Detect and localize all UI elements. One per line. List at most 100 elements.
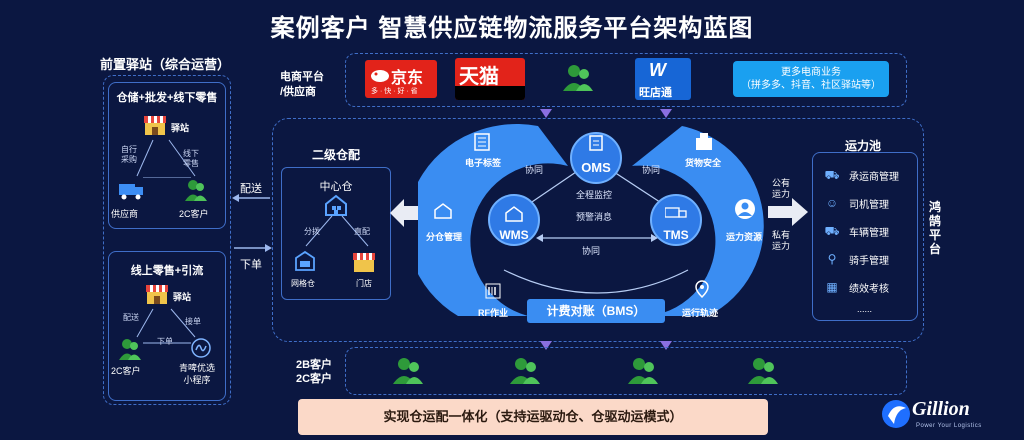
front-station-title: 前置驿站（综合运营） bbox=[100, 57, 231, 72]
wdt-name: 旺店通 bbox=[639, 87, 672, 99]
box2-connectors bbox=[136, 308, 196, 344]
jd-logo[interactable]: 京东 多 · 快 · 好 · 省 bbox=[365, 60, 437, 98]
platform-label: 鸿 鹄 平 台 bbox=[929, 200, 942, 256]
supplier-truck-icon bbox=[119, 184, 143, 200]
miniapp-icon bbox=[191, 338, 211, 358]
bike-icon: ⚲ bbox=[827, 252, 837, 266]
vehicle-icon: ⛟ bbox=[824, 224, 840, 238]
coop-label-bottom: 协同 bbox=[582, 246, 601, 256]
supplier-label: 供应商 bbox=[111, 209, 139, 219]
pool-more: ...... bbox=[857, 304, 873, 314]
front-station-panel bbox=[103, 75, 231, 405]
cargo-safety-text: 货物安全 bbox=[685, 158, 722, 168]
bottom-banner: 实现仓运配一体化（支持运驱动仓、仓驱动运模式） bbox=[298, 399, 768, 435]
retail-box-online: 线上零售+引流 驿站 配送 接单 下单 2C客户 青啤优选 小程序 bbox=[108, 251, 226, 401]
customers-panel bbox=[345, 347, 907, 395]
platform-ring bbox=[418, 124, 764, 316]
secondary-box: 中心仓 分拨 直配 网格仓 门店 bbox=[281, 167, 391, 300]
tms-hub[interactable]: TMS bbox=[663, 228, 689, 242]
pool-item-rider[interactable]: ⚲ 骑手管理 bbox=[823, 245, 899, 273]
monitor-label: 全程监控 bbox=[576, 190, 613, 200]
pool-item-kpi[interactable]: ▦ 绩效考核 bbox=[823, 273, 899, 301]
barcode-icon bbox=[485, 283, 501, 299]
pool-item-label: 车辆管理 bbox=[849, 227, 889, 239]
ecom-label: 电商平台 /供应商 bbox=[280, 71, 324, 98]
driver-icon: ☺ bbox=[825, 196, 839, 210]
jd-slogan: 多 · 快 · 好 · 省 bbox=[371, 88, 418, 95]
warehouse-output-arrow bbox=[390, 199, 420, 227]
jd-name: 京东 bbox=[391, 70, 424, 87]
coop-label-left: 协同 bbox=[525, 165, 544, 175]
deliver-arrow-label: 配送 bbox=[240, 183, 262, 195]
offline-retail-label: 线下 零售 bbox=[183, 149, 199, 168]
tmall-name: 天猫 bbox=[459, 66, 499, 88]
pool-list: ⛟ 承运商管理 ☺ 司机管理 ⛟ 车辆管理 ⚲ 骑手管理 ▦ 绩效考核 bbox=[823, 161, 899, 301]
pool-item-label: 承运商管理 bbox=[849, 171, 899, 183]
secondary-connectors bbox=[305, 215, 369, 247]
pool-item-label: 司机管理 bbox=[849, 199, 889, 211]
grid-wh-label: 网格仓 bbox=[291, 279, 315, 288]
accept-label: 接单 bbox=[185, 317, 201, 326]
oms-hub[interactable]: OMS bbox=[581, 160, 611, 175]
box2-title: 线上零售+引流 bbox=[130, 265, 204, 277]
box1-title: 仓储+批发+线下零售 bbox=[116, 92, 218, 104]
rf-text: RF作业 bbox=[478, 308, 508, 318]
wms-hub[interactable]: WMS bbox=[499, 228, 529, 242]
capacity-res-text: 运力资源 bbox=[726, 232, 763, 242]
brand-tagline: Power Your Logistics bbox=[916, 423, 982, 429]
order-arrow-label: 下单 bbox=[240, 259, 262, 271]
capacity-arrow bbox=[768, 198, 808, 226]
deliver-label: 配送 bbox=[123, 313, 139, 322]
direct-label: 直配 bbox=[354, 227, 370, 236]
chart-icon: ▦ bbox=[826, 280, 838, 294]
c2-customer-label: 2C客户 bbox=[179, 209, 209, 219]
customers-label: 2B客户 2C客户 bbox=[296, 359, 333, 385]
pool-title: 运力池 bbox=[845, 139, 882, 153]
order-label: 下单 bbox=[157, 337, 173, 346]
pool-item-driver[interactable]: ☺ 司机管理 bbox=[823, 189, 899, 217]
station-shop-icon bbox=[144, 116, 166, 135]
private-capacity-label: 私有 运力 bbox=[772, 230, 791, 251]
store-icon bbox=[353, 253, 375, 272]
pool-item-label: 绩效考核 bbox=[849, 283, 889, 295]
ecom-person-icon bbox=[563, 65, 593, 91]
dist-mgmt-text: 分仓管理 bbox=[426, 232, 463, 242]
truck-icon: ⛟ bbox=[824, 168, 840, 182]
tmall-logo[interactable]: 天猫 bbox=[455, 58, 525, 100]
c2-customer-label-2: 2C客户 bbox=[111, 366, 141, 376]
secondary-title: 二级仓配 bbox=[312, 148, 361, 162]
pool-box: ⛟ 承运商管理 ☺ 司机管理 ⛟ 车辆管理 ⚲ 骑手管理 ▦ 绩效考核 ...... bbox=[812, 152, 918, 321]
resource-person-icon bbox=[735, 199, 755, 219]
wdt-logo[interactable]: W 旺店通 bbox=[635, 58, 691, 100]
core-panel bbox=[272, 118, 924, 342]
station-label-2: 驿站 bbox=[173, 292, 192, 302]
tmall-cat-icon bbox=[455, 86, 525, 100]
customer-person-icon-2 bbox=[119, 339, 141, 360]
alert-label: 预警消息 bbox=[576, 212, 613, 222]
coop-label-right: 协同 bbox=[642, 165, 661, 175]
clipboard-icon bbox=[589, 135, 603, 151]
track-pin-icon bbox=[695, 280, 709, 299]
store-label: 门店 bbox=[356, 279, 372, 288]
pool-item-vehicle[interactable]: ⛟ 车辆管理 bbox=[823, 217, 899, 245]
customer-down-arrows bbox=[540, 341, 672, 350]
rfid-tag-icon bbox=[474, 133, 490, 151]
wdt-mark-icon: W bbox=[649, 60, 666, 80]
box1-connectors bbox=[136, 139, 196, 178]
jd-dog-icon bbox=[371, 70, 389, 82]
dist-wh-icon bbox=[434, 203, 452, 219]
station-shop-icon-2 bbox=[146, 285, 168, 304]
grid-warehouse-icon bbox=[295, 250, 315, 271]
station-label: 驿站 bbox=[171, 123, 190, 133]
wms-warehouse-icon bbox=[505, 206, 523, 222]
ecom-panel bbox=[345, 53, 907, 107]
brand-name: Gillion bbox=[912, 398, 970, 420]
page-title: 案例客户 智慧供应链物流服务平台架构蓝图 bbox=[270, 15, 754, 42]
bms-bar[interactable]: 计费对账（BMS） bbox=[527, 299, 665, 323]
more-ecom-button[interactable]: 更多电商业务 （拼多多、抖音、社区驿站等） bbox=[733, 61, 889, 97]
tms-truck-icon bbox=[665, 207, 687, 218]
pool-item-label: 骑手管理 bbox=[849, 255, 889, 267]
pool-item-carrier[interactable]: ⛟ 承运商管理 bbox=[823, 161, 899, 189]
ecom-down-arrows bbox=[540, 109, 672, 118]
track-text: 运行轨迹 bbox=[682, 308, 719, 318]
